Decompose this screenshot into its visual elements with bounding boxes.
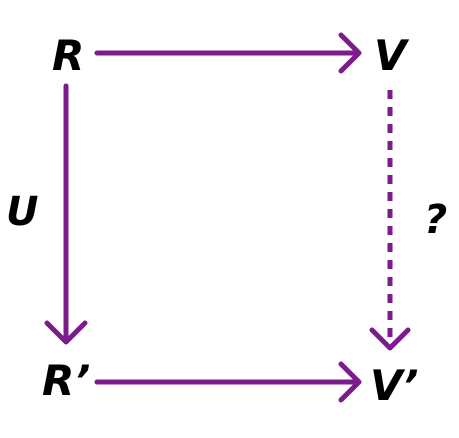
node-r: R bbox=[52, 31, 84, 80]
node-r-prime: R’ bbox=[42, 356, 90, 405]
arrow-r-to-v bbox=[94, 32, 362, 74]
arrow-r-prime-to-v-prime bbox=[94, 361, 362, 403]
node-v-prime: V’ bbox=[370, 361, 418, 410]
node-v: V bbox=[374, 31, 410, 80]
edge-label-question: ? bbox=[424, 197, 447, 243]
edge-label-u: U bbox=[6, 189, 38, 235]
dashed-arrow-v-to-v-prime bbox=[369, 90, 411, 351]
arrow-r-to-r-prime bbox=[44, 83, 88, 345]
